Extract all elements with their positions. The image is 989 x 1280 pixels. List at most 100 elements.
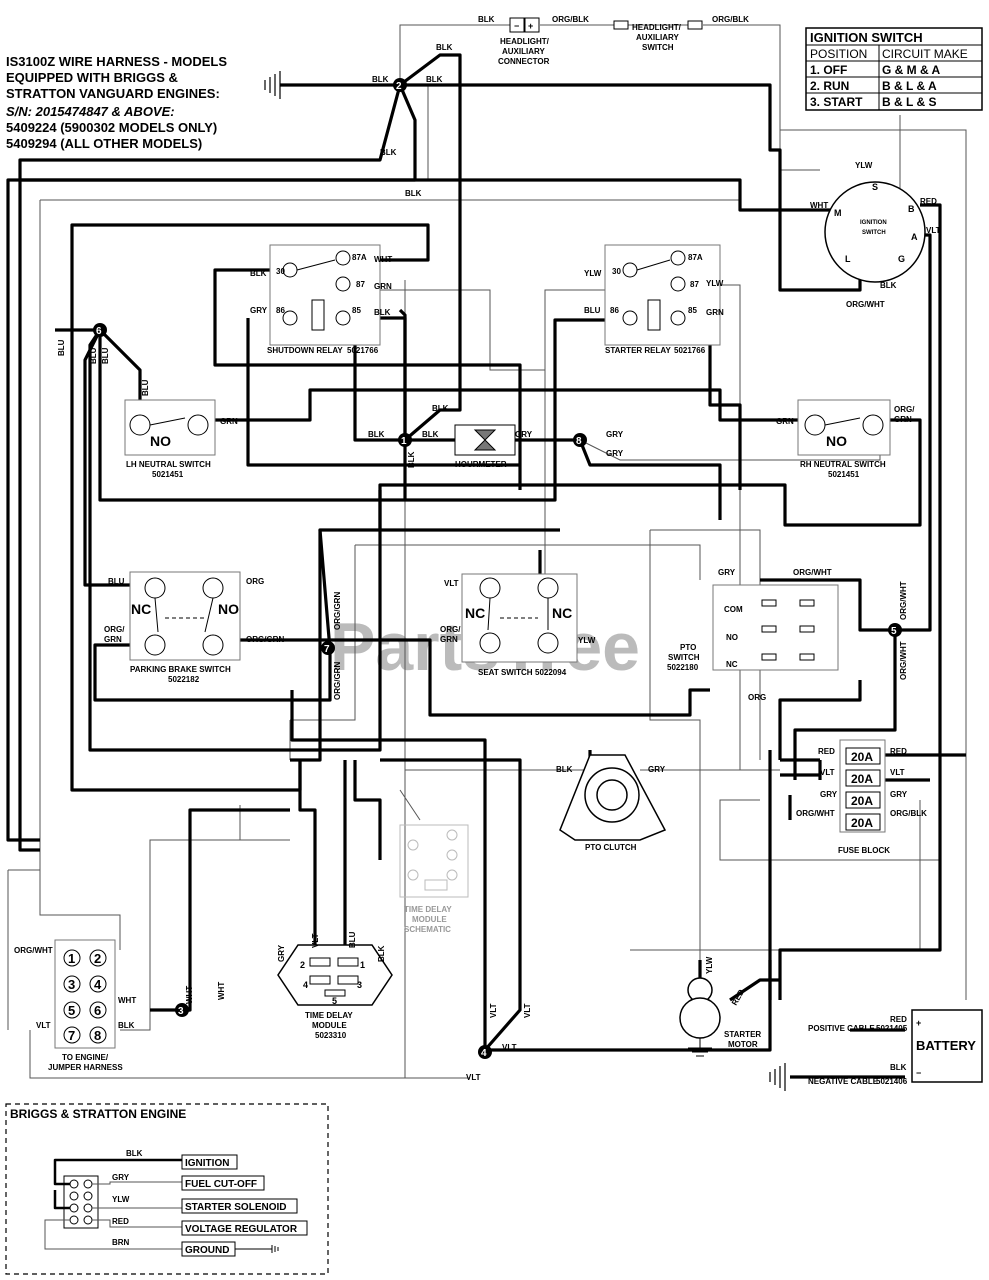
svg-text:1: 1 <box>68 951 75 966</box>
svg-text:5023310: 5023310 <box>315 1031 347 1040</box>
svg-text:ORG/WHT: ORG/WHT <box>793 568 832 577</box>
svg-text:GRY: GRY <box>718 568 736 577</box>
svg-text:WHT: WHT <box>810 201 828 210</box>
svg-text:BLK: BLK <box>380 148 397 157</box>
svg-text:BLK: BLK <box>126 1149 143 1158</box>
svg-text:ORG/: ORG/ <box>440 625 461 634</box>
svg-text:5: 5 <box>68 1003 75 1018</box>
thin-wires <box>7 24 967 1079</box>
svg-text:5: 5 <box>891 626 897 637</box>
engine-box-title: BRIGGS & STRATTON ENGINE <box>10 1107 186 1121</box>
svg-text:NC: NC <box>465 605 485 621</box>
rh-neutral-switch: NO RH NEUTRAL SWITCH 5021451 <box>797 399 891 479</box>
chassis-ground-battery <box>769 1063 786 1091</box>
svg-text:3: 3 <box>68 977 75 992</box>
svg-text:5022182: 5022182 <box>168 675 200 684</box>
svg-text:COM: COM <box>724 605 743 614</box>
svg-text:GRN: GRN <box>894 415 912 424</box>
svg-text:GRN: GRN <box>440 635 458 644</box>
ignition-table-col-circuit: CIRCUIT MAKE <box>882 47 968 61</box>
svg-text:5021451: 5021451 <box>828 470 860 479</box>
title-line-5: 5409224 (5900302 MODELS ONLY) <box>6 120 217 135</box>
ignition-switch: S M B A L G IGNITION SWITCH <box>824 181 926 283</box>
svg-text:BLU: BLU <box>108 577 125 586</box>
svg-text:RH NEUTRAL SWITCH: RH NEUTRAL SWITCH <box>800 460 886 469</box>
svg-text:+: + <box>528 21 533 31</box>
svg-text:ORG/BLK: ORG/BLK <box>890 809 927 818</box>
svg-text:BRN: BRN <box>112 1238 130 1247</box>
svg-text:BLK: BLK <box>478 15 495 24</box>
svg-text:ORG/WHT: ORG/WHT <box>846 300 885 309</box>
svg-text:5021766: 5021766 <box>674 346 706 355</box>
svg-text:BLK: BLK <box>372 75 389 84</box>
fuse-block: 20A 20A 20A 20A FUSE BLOCK <box>838 739 890 855</box>
svg-text:20A: 20A <box>851 772 873 786</box>
svg-text:HOURMETER: HOURMETER <box>455 460 507 469</box>
svg-text:87: 87 <box>356 280 365 289</box>
pto-clutch: PTO CLUTCH <box>559 754 667 852</box>
svg-text:MODULE: MODULE <box>412 915 447 924</box>
svg-text:ORG/GRN: ORG/GRN <box>333 662 342 700</box>
svg-text:AUXILIARY: AUXILIARY <box>636 33 679 42</box>
battery: + − BATTERY POSITIVE CABLE 5021405 NEGAT… <box>808 1009 983 1086</box>
svg-text:VLT: VLT <box>502 1043 517 1052</box>
svg-text:M: M <box>834 208 842 218</box>
chassis-ground-top <box>264 71 281 99</box>
svg-text:5021406: 5021406 <box>876 1077 908 1086</box>
svg-text:GRY: GRY <box>277 944 286 962</box>
time-delay-schematic: TIME DELAY MODULE SCHEMATIC <box>399 824 469 934</box>
ignition-table-col-position: POSITION <box>810 47 867 61</box>
svg-text:85: 85 <box>688 306 697 315</box>
time-delay-module: 2 1 4 3 5 TIME DELAY MODULE 5023310 <box>277 944 393 1040</box>
svg-text:BLK: BLK <box>426 75 443 84</box>
svg-text:WHT: WHT <box>118 996 136 1005</box>
svg-text:86: 86 <box>276 306 285 315</box>
engine-harness-connector: 1 2 3 4 5 6 7 8 TO ENGINE/ JUMPER HARNES… <box>48 939 123 1072</box>
svg-text:MODULE: MODULE <box>312 1021 347 1030</box>
svg-text:3: 3 <box>357 980 362 990</box>
svg-text:VLT: VLT <box>489 1003 498 1018</box>
svg-text:GRN: GRN <box>776 417 794 426</box>
svg-text:−: − <box>514 21 519 31</box>
svg-text:GRY: GRY <box>250 306 268 315</box>
svg-text:VLT: VLT <box>523 1003 532 1018</box>
svg-text:BLK: BLK <box>422 430 439 439</box>
svg-text:S: S <box>872 182 878 192</box>
svg-text:4: 4 <box>481 1048 487 1059</box>
svg-text:ORG/WHT: ORG/WHT <box>14 946 53 955</box>
svg-text:ORG: ORG <box>748 693 766 702</box>
svg-text:GRY: GRY <box>890 790 908 799</box>
svg-text:SWITCH: SWITCH <box>862 230 886 236</box>
engine-conn-ignition: IGNITION <box>185 1158 229 1169</box>
svg-text:YLW: YLW <box>706 279 724 288</box>
svg-text:NO: NO <box>826 433 847 449</box>
svg-text:86: 86 <box>610 306 619 315</box>
svg-text:POSITIVE CABLE: POSITIVE CABLE <box>808 1024 875 1033</box>
svg-text:NC: NC <box>552 605 572 621</box>
svg-text:RED: RED <box>890 747 907 756</box>
svg-text:87A: 87A <box>688 253 703 262</box>
splice-5: 5 <box>888 623 902 637</box>
svg-text:BLU: BLU <box>101 347 110 364</box>
svg-text:HEADLIGHT/: HEADLIGHT/ <box>500 37 550 46</box>
svg-text:GRN: GRN <box>706 308 724 317</box>
svg-text:VLT: VLT <box>466 1073 481 1082</box>
svg-text:BLK: BLK <box>374 308 391 317</box>
engine-conn-starter-solenoid: STARTER SOLENOID <box>185 1202 286 1213</box>
svg-text:YLW: YLW <box>855 161 873 170</box>
svg-text:GRN: GRN <box>220 417 238 426</box>
title-line-2: EQUIPPED WITH BRIGGS & <box>6 70 178 85</box>
splice-1: 1 <box>398 433 412 447</box>
svg-text:TIME DELAY: TIME DELAY <box>305 1011 353 1020</box>
svg-text:FUSE BLOCK: FUSE BLOCK <box>838 846 890 855</box>
engine-conn-fuel-cutoff: FUEL CUT-OFF <box>185 1179 257 1190</box>
svg-text:8: 8 <box>576 436 582 447</box>
svg-text:5022180: 5022180 <box>667 663 699 672</box>
svg-text:ORG/GRN: ORG/GRN <box>333 592 342 630</box>
svg-text:BLK: BLK <box>407 451 416 468</box>
svg-text:NC: NC <box>131 601 151 617</box>
svg-text:ORG: ORG <box>246 577 264 586</box>
starter-motor: STARTER MOTOR <box>679 977 761 1057</box>
svg-text:GRN: GRN <box>374 282 392 291</box>
